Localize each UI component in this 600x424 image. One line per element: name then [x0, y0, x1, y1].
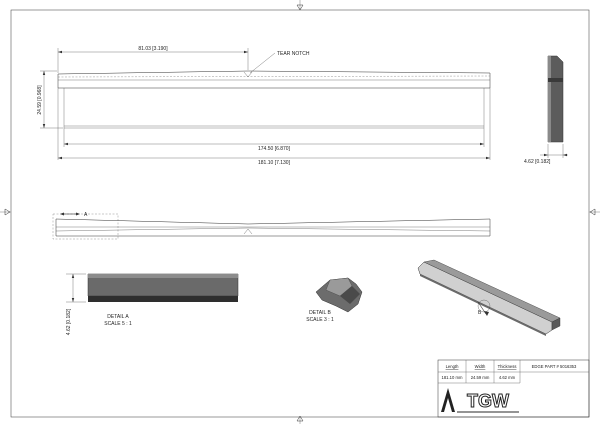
title-value-thickness: 4.62 mm	[499, 375, 516, 380]
detail-a-callout	[52, 213, 119, 240]
dim-notch-offset-label: 81.03 [3.190]	[138, 46, 168, 52]
dim-inner-length-label: 174.50 [6.870]	[258, 146, 291, 152]
detail-a-title: DETAIL A	[107, 314, 129, 320]
detail-b-title: DETAIL B	[309, 310, 331, 316]
tgw-logo: TGW	[441, 388, 519, 413]
iso-view: B	[417, 259, 561, 336]
sheet-border	[10, 9, 590, 418]
iso-marker: B	[478, 310, 482, 316]
title-header-length: Length	[446, 364, 459, 369]
detail-b-callout	[477, 299, 491, 313]
dim-notch-offset: 81.03 [3.190]	[57, 46, 249, 73]
detail-b-view: DETAIL B SCALE 3 : 1	[306, 277, 363, 323]
dim-inner-length: 174.50 [6.870]	[63, 128, 485, 152]
logo-text: TGW	[467, 391, 509, 411]
detail-a-dim-label: 4.62 [0.182]	[66, 308, 72, 335]
part-number: EDGE PART # 5016353	[532, 364, 577, 369]
title-value-length: 181.10 mm	[442, 375, 463, 380]
dim-total-length: 181.10 [7.130]	[58, 156, 490, 166]
dim-total-length-label: 181.10 [7.130]	[258, 160, 291, 166]
top-view	[57, 52, 491, 160]
dim-width-label: 24.59 [0.968]	[37, 85, 43, 115]
detail-b-scale: SCALE 3 : 1	[306, 317, 334, 323]
section-marker: A	[84, 212, 88, 218]
tear-notch-label: TEAR NOTCH	[277, 51, 310, 57]
title-header-width: Width	[475, 364, 486, 369]
dim-thickness-label: 4.62 [0.182]	[524, 159, 551, 165]
title-value-width: 24.59 mm	[471, 375, 490, 380]
title-header-thickness: Thickness	[498, 364, 517, 369]
detail-a-scale: SCALE 5 : 1	[104, 321, 132, 327]
dim-width: 24.59 [0.968]	[37, 70, 63, 129]
side-view: A	[52, 212, 491, 240]
tear-notch	[243, 71, 253, 78]
detail-a-view: 4.62 [0.182] DETAIL A SCALE 5 : 1	[66, 273, 239, 335]
end-view: 4.62 [0.182]	[524, 55, 568, 165]
title-block: Length Width Thickness 181.10 mm 24.59 m…	[437, 359, 590, 418]
